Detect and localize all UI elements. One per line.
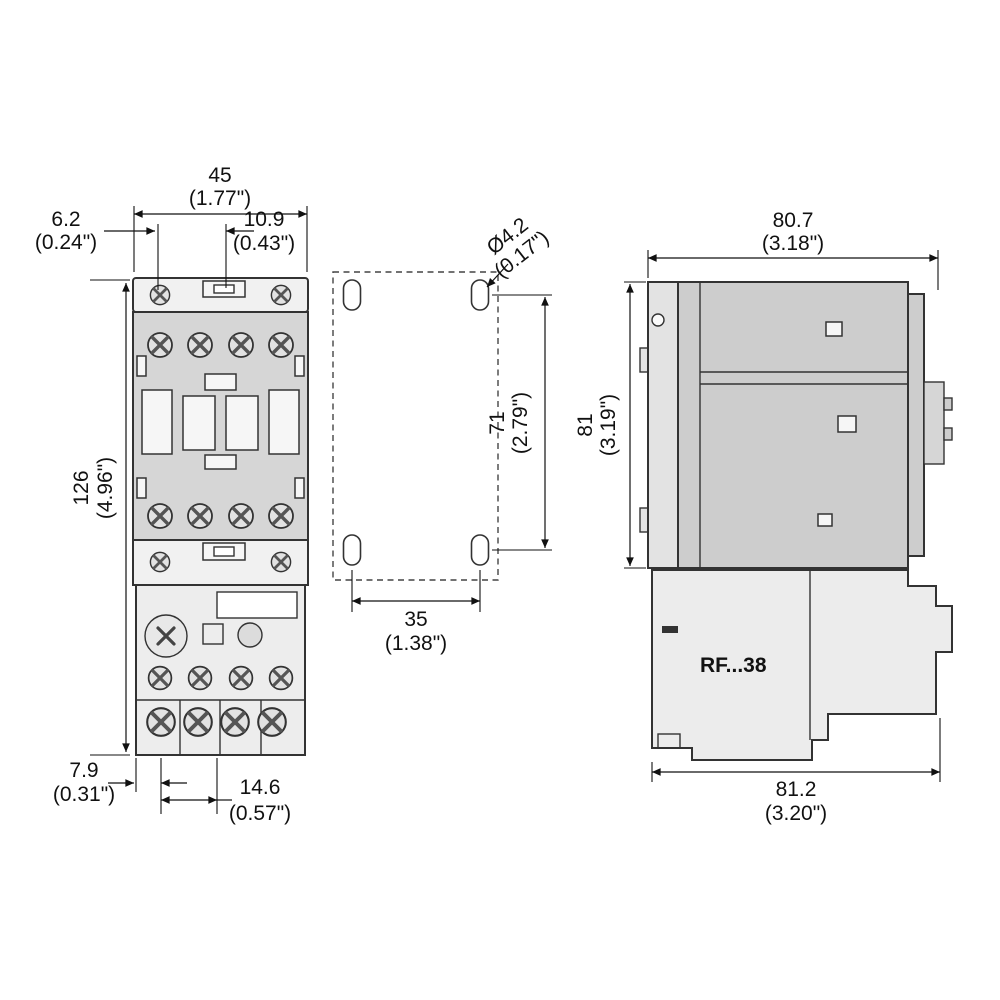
dim-hole-spacing-vertical-in: (2.79") — [509, 392, 532, 454]
aux-contact-slot — [825, 321, 843, 337]
mounting-slot-bottom-right — [470, 534, 490, 566]
dim-total-height: 126 (4.96") — [70, 279, 130, 756]
dim-width-mm: 45 — [208, 164, 231, 187]
dim-side-height-mm: 81 — [574, 413, 597, 436]
bottom-center-tab-slot — [213, 546, 235, 557]
side-slot — [136, 355, 147, 377]
dim-bottom-left-offset-in: (0.31") — [53, 783, 115, 806]
front-view: 45 (1.77") 6.2 (0.24") 10.9 (0.43") 126 … — [35, 164, 309, 825]
mounting-slot-top-right — [470, 279, 490, 311]
dim-depth-bottom-mm: 81.2 — [776, 778, 817, 801]
dim-hole-spacing-horizontal-mm: 35 — [404, 608, 427, 631]
dim-hole-spacing-vertical-mm: 71 — [486, 411, 509, 434]
dim-depth-top-mm: 80.7 — [773, 209, 814, 232]
dim-side-height: 81 (3.19") — [574, 281, 646, 569]
dim-width-45: 45 (1.77") — [133, 164, 308, 272]
dim-bottom-pitch-in: (0.57") — [229, 802, 291, 825]
dim-top-center-offset-in: (0.43") — [233, 232, 295, 255]
center-tab-lower — [204, 454, 237, 470]
side-slot — [294, 477, 305, 499]
dim-bottom-pitch: 14.6 (0.57") — [161, 758, 291, 825]
dim-bottom-left-offset: 7.9 (0.31") — [53, 758, 187, 814]
product-label: RF...38 — [700, 654, 767, 677]
dim-total-height-mm: 126 — [70, 470, 93, 505]
dim-top-left-offset-in: (0.24") — [35, 231, 97, 254]
dial-cross-icon — [156, 626, 176, 646]
relay-front-details — [136, 591, 305, 755]
mounting-slot-top-left — [342, 279, 362, 311]
flange-hole — [651, 313, 665, 327]
aux-contact-slot — [837, 415, 857, 433]
contactor-side-body — [677, 281, 909, 569]
pole-window — [182, 395, 216, 451]
aux-contact-slot — [817, 513, 833, 527]
coil-terminal-block — [923, 381, 945, 465]
dim-bottom-pitch-mm: 14.6 — [240, 776, 281, 799]
relay-foot-detail — [657, 733, 681, 749]
mounting-outline — [332, 271, 499, 581]
mounting-slot-bottom-left — [342, 534, 362, 566]
top-center-tab-slot — [213, 284, 235, 294]
dim-depth-top-in: (3.18") — [762, 232, 824, 255]
dim-width-in: (1.77") — [189, 187, 251, 210]
pole-windows — [141, 373, 300, 470]
center-tab-upper — [204, 373, 237, 391]
relay-label-window — [216, 591, 298, 619]
dim-depth-bottom: 81.2 (3.20") — [651, 718, 941, 825]
dim-hole-spacing-vertical: 71 (2.79") — [486, 294, 552, 551]
dim-bottom-left-offset-mm: 7.9 — [69, 759, 98, 782]
bottom-cap-screws — [149, 542, 292, 573]
mounting-flange — [647, 281, 679, 569]
dim-depth-bottom-in: (3.20") — [765, 802, 827, 825]
terminal-rib — [943, 427, 953, 441]
relay-marking — [662, 626, 678, 633]
dim-hole-diameter: Ø4.2 (0.17") — [483, 213, 553, 288]
side-slot — [294, 355, 305, 377]
dim-top-left-offset: 6.2 (0.24") — [35, 208, 159, 290]
side-slot — [136, 477, 147, 499]
dim-top-center-offset-mm: 10.9 — [244, 208, 285, 231]
dim-hole-spacing-horizontal: 35 (1.38") — [351, 570, 481, 655]
dim-depth-top: 80.7 (3.18") — [647, 209, 939, 290]
relay-side-body — [651, 569, 953, 761]
relay-reset-button — [237, 622, 263, 648]
pole-window — [141, 389, 173, 455]
top-cap-screws — [149, 280, 292, 306]
contactor-side-step — [907, 293, 925, 557]
pole-window — [268, 389, 300, 455]
dim-side-height-in: (3.19") — [597, 394, 620, 456]
relay-test-button — [202, 623, 224, 645]
dim-hole-spacing-horizontal-in: (1.38") — [385, 632, 447, 655]
mounting-plan-view: Ø4.2 (0.17") 71 (2.79") 35 (1.38") — [332, 213, 553, 655]
terminal-rib — [943, 397, 953, 411]
dim-total-height-in: (4.96") — [94, 457, 117, 519]
pole-window — [225, 395, 259, 451]
dim-top-left-offset-mm: 6.2 — [51, 208, 80, 231]
side-view: RF...38 80.7 (3.18") 81 (3.19") 81.2 (3.… — [574, 209, 953, 825]
dim-top-center-offset: 10.9 (0.43") — [225, 208, 295, 288]
